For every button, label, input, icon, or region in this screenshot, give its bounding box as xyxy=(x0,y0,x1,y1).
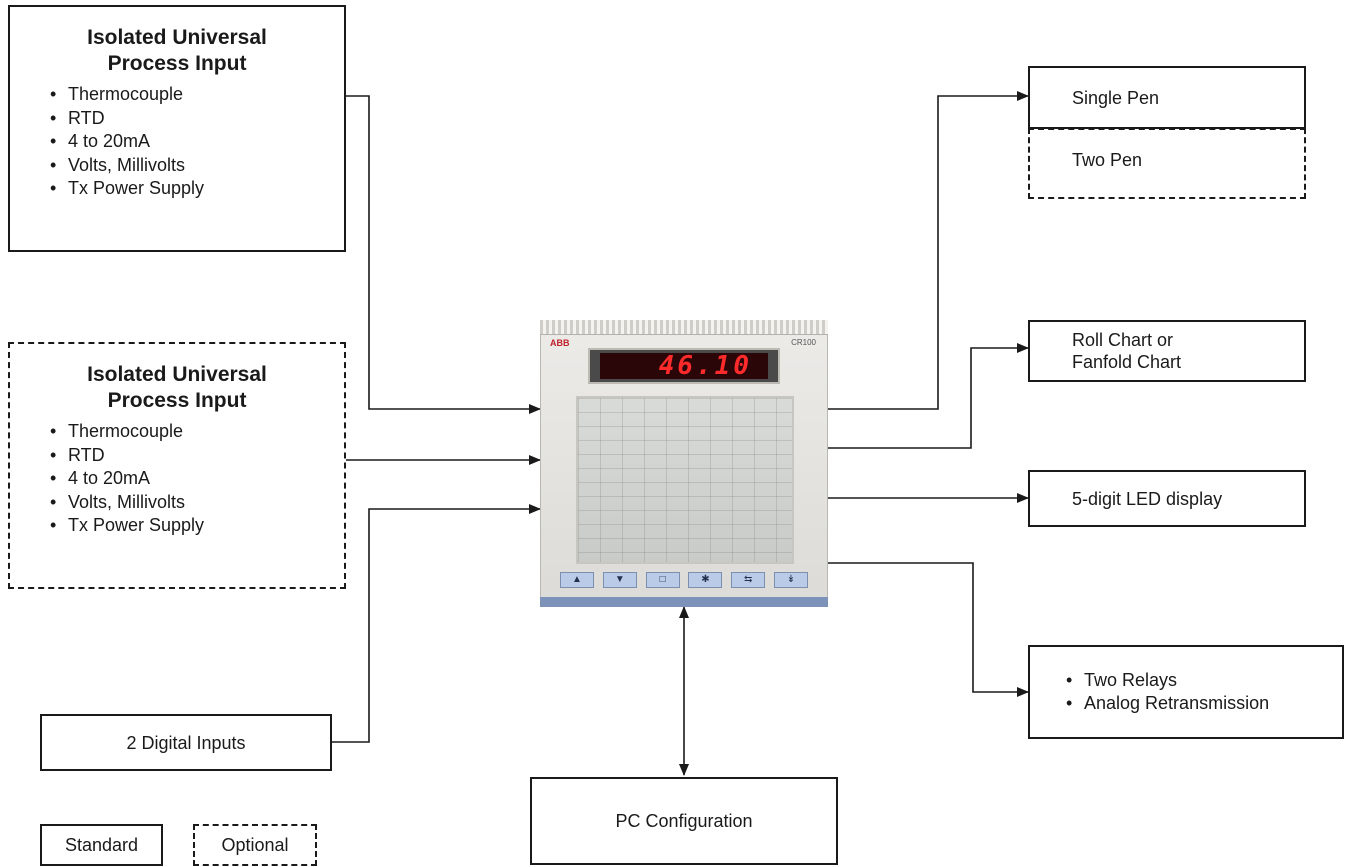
led-reading: 46.10 xyxy=(658,351,752,381)
menu-key[interactable]: □ xyxy=(645,572,680,588)
list-item: Analog Retransmission xyxy=(1066,692,1269,716)
input-title-line1: Isolated Universal xyxy=(87,26,267,49)
brand-logo: ABB xyxy=(550,338,570,348)
digital-inputs-label: 2 Digital Inputs xyxy=(126,732,246,753)
legend-standard-box: Standard xyxy=(40,824,163,866)
legend-optional-box: Optional xyxy=(193,824,317,866)
input-title-line2: Process Input xyxy=(107,389,247,412)
legend-optional-label: Optional xyxy=(221,835,289,855)
recorder-device: ABB CR100 46.10 ▲ ▼ □ ✱ ⇆ ↡ xyxy=(540,320,828,607)
list-item: Thermocouple xyxy=(50,83,344,107)
input-box-standard: Isolated Universal Process Input Thermoc… xyxy=(8,5,346,252)
input-bullet-list: Thermocouple RTD 4 to 20mA Volts, Milliv… xyxy=(10,420,344,538)
single-pen-box: Single Pen xyxy=(1028,66,1306,129)
wire-outputs xyxy=(828,562,1029,697)
list-item: 4 to 20mA xyxy=(50,130,344,154)
digital-inputs-box: 2 Digital Inputs xyxy=(40,714,332,771)
wire-input1 xyxy=(346,95,541,414)
chart-type-line2: Fanfold Chart xyxy=(1072,352,1182,372)
chart-type-line1: Roll Chart or xyxy=(1072,330,1174,350)
outputs-bullet-list: Two Relays Analog Retransmission xyxy=(1030,669,1269,716)
list-item: RTD xyxy=(50,444,344,468)
pc-config-box: PC Configuration xyxy=(530,777,838,865)
device-base xyxy=(540,597,828,607)
list-item: RTD xyxy=(50,107,344,131)
list-item: Thermocouple xyxy=(50,420,344,444)
led-display: 46.10 xyxy=(588,348,780,384)
legend-standard-label: Standard xyxy=(64,835,139,855)
input-bullet-list: Thermocouple RTD 4 to 20mA Volts, Milliv… xyxy=(10,83,344,201)
list-item: 4 to 20mA xyxy=(50,467,344,491)
input-box-optional: Isolated Universal Process Input Thermoc… xyxy=(8,342,346,589)
led-display-label: 5-digit LED display xyxy=(1072,488,1223,509)
double-down-key[interactable]: ↡ xyxy=(773,572,808,588)
wire-pen xyxy=(828,91,1029,410)
down-arrow-key[interactable]: ▼ xyxy=(602,572,637,588)
wire-chart xyxy=(828,343,1029,449)
outputs-box: Two Relays Analog Retransmission xyxy=(1028,645,1344,739)
list-item: Tx Power Supply xyxy=(50,177,344,201)
model-label: CR100 xyxy=(791,338,816,347)
device-vents xyxy=(540,320,828,335)
two-pen-label: Two Pen xyxy=(1072,149,1143,170)
enter-key[interactable]: ⇆ xyxy=(731,572,766,588)
list-item: Two Relays xyxy=(1066,669,1269,693)
two-pen-box: Two Pen xyxy=(1028,128,1306,199)
wire-digital xyxy=(332,504,541,743)
led-display-box: 5-digit LED display xyxy=(1028,470,1306,527)
input-title-line2: Process Input xyxy=(107,52,247,75)
pc-config-label: PC Configuration xyxy=(615,811,753,831)
chart-paper xyxy=(576,396,794,564)
list-item: Volts, Millivolts xyxy=(50,154,344,178)
single-pen-label: Single Pen xyxy=(1072,87,1160,108)
list-item: Volts, Millivolts xyxy=(50,491,344,515)
input-title-line1: Isolated Universal xyxy=(87,363,267,386)
list-item: Tx Power Supply xyxy=(50,514,344,538)
keypad: ▲ ▼ □ ✱ ⇆ ↡ xyxy=(560,572,808,588)
up-arrow-key[interactable]: ▲ xyxy=(560,572,594,588)
star-key[interactable]: ✱ xyxy=(688,572,723,588)
chart-type-box: Roll Chart or Fanfold Chart xyxy=(1028,320,1306,382)
